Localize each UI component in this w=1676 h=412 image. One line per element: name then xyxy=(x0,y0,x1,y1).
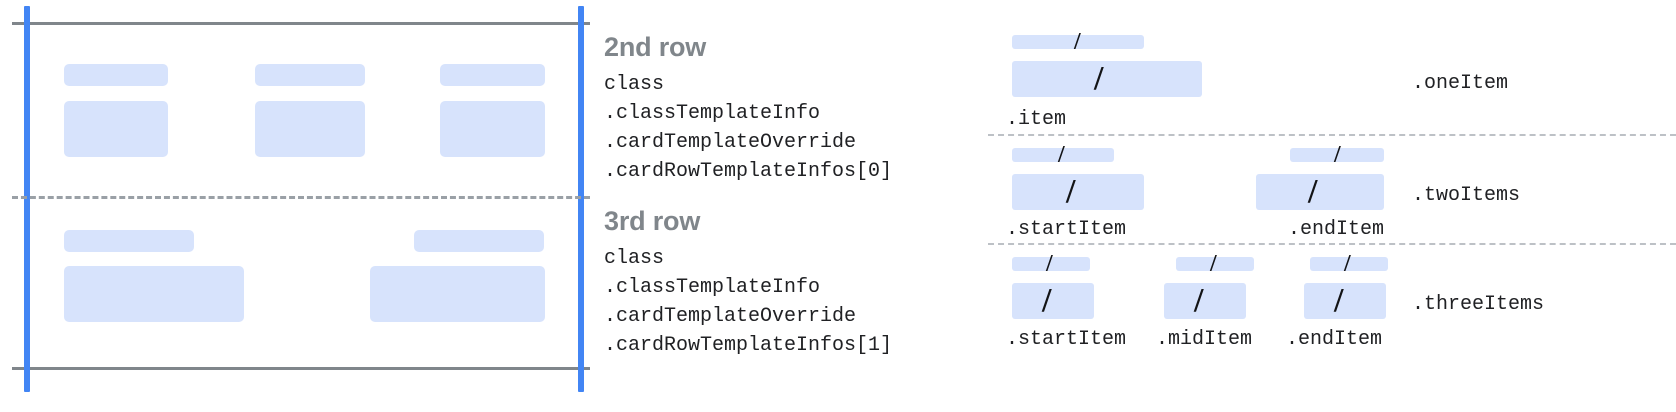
slash-mark-icon: / xyxy=(1194,282,1204,319)
one-item-label-bar: / xyxy=(1012,30,1144,54)
two-items-end-content-bar: / xyxy=(1256,174,1384,210)
description-2nd-row-code-line-2: .classTemplateInfo xyxy=(604,102,821,125)
description-2nd-row-code-line-3: .cardTemplateOverride xyxy=(604,131,857,154)
three-items-mid-content-bar: / xyxy=(1164,283,1246,319)
slash-mark-icon: / xyxy=(1066,173,1076,210)
three-items-mid-label-bar: / xyxy=(1176,252,1254,276)
description-3rd-row-heading: 3rd row xyxy=(604,206,701,236)
description-3rd-row: 3rd row class .classTemplateInfo .cardTe… xyxy=(604,208,892,360)
variant-label-one-item: .oneItem xyxy=(1412,72,1509,95)
two-items-end-label-bar: / xyxy=(1290,143,1384,167)
slash-mark-icon: / xyxy=(1308,173,1318,210)
three-items-start-caption: .startItem xyxy=(1006,328,1127,351)
slash-mark-icon: / xyxy=(1046,251,1053,277)
card-top-boundary-rule xyxy=(12,22,590,25)
variant-label-three-items: .threeItems xyxy=(1412,293,1545,316)
description-2nd-row-code-line-1: class xyxy=(604,73,665,96)
three-items-start-content-bar: / xyxy=(1012,283,1094,319)
variant-label-two-items: .twoItems xyxy=(1412,184,1521,207)
slash-mark-icon: / xyxy=(1074,29,1081,55)
variant-divider-2 xyxy=(988,243,1676,245)
three-items-mid-caption: .midItem xyxy=(1156,328,1253,351)
row2-col3-label-bar xyxy=(440,64,545,86)
card-left-guide-rule xyxy=(24,6,30,392)
row2-col1-label-bar xyxy=(64,64,168,86)
row3-col2-content-block xyxy=(370,266,545,322)
slash-mark-icon: / xyxy=(1210,251,1217,277)
slash-mark-icon: / xyxy=(1344,251,1351,277)
two-items-start-caption: .startItem xyxy=(1006,218,1127,241)
row2-col2-content-block xyxy=(255,101,365,157)
three-items-end-label-bar: / xyxy=(1310,252,1388,276)
row3-col1-label-bar xyxy=(64,230,194,252)
card-bottom-boundary-rule xyxy=(12,367,590,370)
row3-col1-content-block xyxy=(64,266,244,322)
description-3rd-row-code-line-1: class xyxy=(604,247,665,270)
two-items-start-label-bar: / xyxy=(1012,143,1114,167)
slash-mark-icon: / xyxy=(1042,282,1052,319)
card-right-guide-rule xyxy=(578,6,584,392)
variant-divider-1 xyxy=(988,134,1676,136)
three-items-start-label-bar: / xyxy=(1012,252,1090,276)
slash-mark-icon: / xyxy=(1094,60,1104,97)
description-3rd-row-code-line-4: .cardRowTemplateInfos[1] xyxy=(604,334,893,357)
row2-col1-content-block xyxy=(64,101,168,157)
one-item-caption: .item xyxy=(1006,108,1067,131)
slash-mark-icon: / xyxy=(1334,282,1344,319)
two-items-end-caption: .endItem xyxy=(1288,218,1385,241)
description-2nd-row-heading: 2nd row xyxy=(604,32,707,62)
row2-col3-content-block xyxy=(440,101,545,157)
description-2nd-row-code-line-4: .cardRowTemplateInfos[0] xyxy=(604,160,893,183)
slash-mark-icon: / xyxy=(1334,142,1341,168)
slash-mark-icon: / xyxy=(1058,142,1065,168)
description-2nd-row: 2nd row class .classTemplateInfo .cardTe… xyxy=(604,34,892,186)
card-row-divider xyxy=(12,196,590,199)
one-item-content-bar: / xyxy=(1012,61,1202,97)
three-items-end-caption: .endItem xyxy=(1286,328,1383,351)
card-preview xyxy=(0,0,592,412)
row2-col2-label-bar xyxy=(255,64,365,86)
item-variants-panel: / / .item .oneItem / / .startItem / / xyxy=(988,0,1676,412)
three-items-end-content-bar: / xyxy=(1304,283,1386,319)
description-3rd-row-code-line-3: .cardTemplateOverride xyxy=(604,305,857,328)
row3-col2-label-bar xyxy=(414,230,544,252)
two-items-start-content-bar: / xyxy=(1012,174,1144,210)
description-3rd-row-code-line-2: .classTemplateInfo xyxy=(604,276,821,299)
